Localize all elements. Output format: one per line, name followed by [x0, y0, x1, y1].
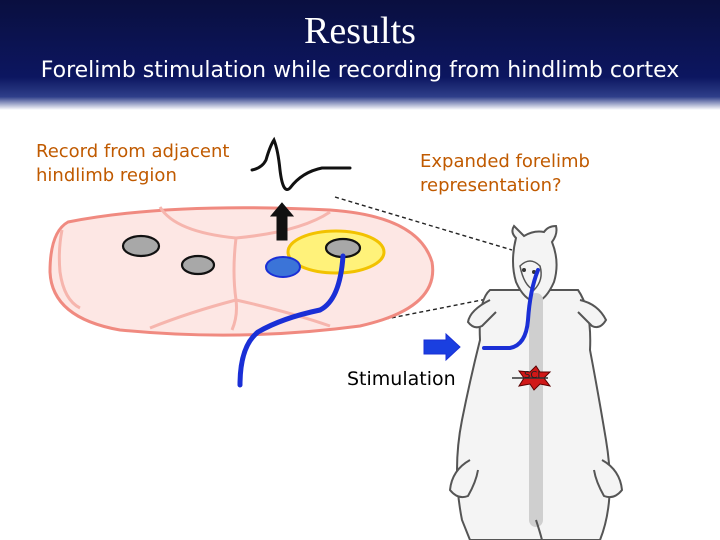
- sci-label: SCI: [524, 370, 540, 381]
- slide-title: Results: [304, 10, 416, 52]
- brain-inner-contour: [57, 229, 81, 310]
- rat-figure: [448, 224, 624, 540]
- brain-sulcus-left: [149, 298, 237, 330]
- rat-eye-left: [522, 268, 526, 272]
- expanded-label: Expanded forelimb representation?: [420, 151, 590, 196]
- stimulation-wire-brain: [237, 253, 346, 388]
- electrode-blue: [265, 256, 301, 278]
- electrode-gray-1: [121, 234, 161, 258]
- brain-outline: [48, 206, 435, 337]
- slide-subtitle: Forelimb stimulation while recording fro…: [40, 58, 680, 83]
- sci-injury-marker: SCI: [512, 365, 552, 391]
- spike-waveform: [250, 136, 352, 191]
- brain-map: [48, 206, 435, 337]
- stimulation-arrow-icon: [423, 332, 461, 362]
- rat-hindlimb-left: [448, 459, 479, 499]
- rat-hindlimb-right: [593, 459, 624, 499]
- record-label: Record from adjacent hindlimb region: [36, 141, 230, 186]
- rat-tail: [535, 519, 543, 540]
- rat-skull-outline: [519, 260, 542, 291]
- title-banner: Results Forelimb stimulation while recor…: [0, 0, 720, 110]
- rat-forelimb-left: [466, 299, 497, 329]
- projection-line-top: [334, 196, 513, 251]
- recording-arrow-icon: [269, 202, 295, 241]
- electrode-gray-2: [180, 254, 216, 276]
- stimulation-label: Stimulation: [347, 368, 456, 390]
- stimulation-wire-rat: [482, 268, 540, 350]
- rat-forelimb-right: [577, 299, 608, 329]
- brain-sulcus-right: [235, 298, 331, 328]
- rat-head: [511, 224, 558, 304]
